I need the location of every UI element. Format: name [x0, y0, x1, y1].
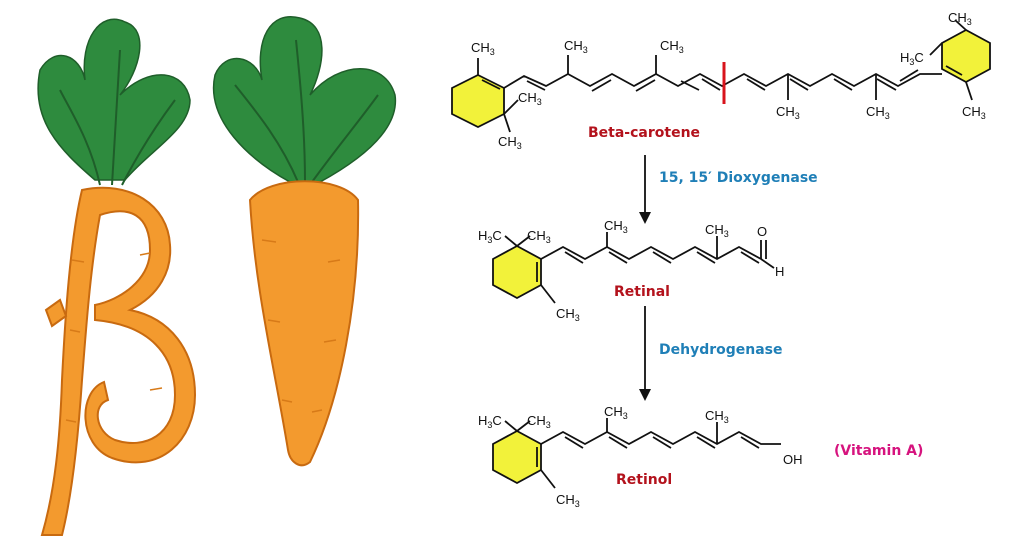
beta-shaped-carrot-icon: [37, 18, 197, 536]
retinal-ring: [492, 244, 542, 300]
right-carrot-leaves: [212, 15, 397, 183]
retinol-atom-labels: H3C CH3 CH3 CH3 CH3 OH: [478, 404, 803, 509]
left-carrot-notch: [44, 298, 68, 328]
methyl-label: H3C: [478, 228, 502, 245]
methyl-label: CH3: [518, 90, 542, 107]
dioxygenase-label: 15, 15′ Dioxygenase: [659, 170, 818, 186]
right-carrot-body: [248, 180, 360, 467]
left-carrot-ridges: [65, 252, 163, 423]
methyl-label: CH3: [660, 38, 684, 55]
methyl-label: CH3: [556, 492, 580, 509]
retinol-label: Retinol: [616, 472, 672, 488]
retinal-atom-labels: H3C CH3 CH3 CH3 CH3 O H: [478, 218, 784, 323]
reaction-arrow-1: [639, 155, 651, 224]
beta-carotene-right-ring: [941, 28, 991, 84]
methyl-label: CH3: [962, 104, 986, 121]
left-carrot-leaves: [37, 18, 191, 186]
retinol-structure: [492, 418, 781, 489]
methyl-label: CH3: [705, 222, 729, 239]
beta-carotene-left-ring: [451, 73, 505, 129]
beta-carotene-structure: [451, 19, 991, 133]
methyl-label: CH3: [948, 10, 972, 27]
methyl-label: CH3: [556, 306, 580, 323]
methyl-label: CH3: [498, 134, 522, 151]
methyl-label: CH3: [705, 408, 729, 425]
beta-carotene-atom-labels: CH3 CH3 CH3 CH3 CH3 CH3 CH3 CH3 H3C CH3: [471, 10, 986, 151]
oxygen-label: O: [757, 224, 767, 239]
methyl-label: CH3: [776, 104, 800, 121]
methyl-label: H3C: [900, 50, 924, 67]
hydroxyl-label: OH: [783, 452, 803, 467]
methyl-label: CH3: [604, 404, 628, 421]
reaction-arrow-2: [639, 306, 651, 401]
methyl-label: CH3: [866, 104, 890, 121]
dehydrogenase-label: Dehydrogenase: [659, 342, 783, 358]
carrot-icon: [212, 15, 397, 467]
hydrogen-label: H: [775, 264, 784, 279]
methyl-label: CH3: [527, 228, 551, 245]
methyl-label: CH3: [564, 38, 588, 55]
methyl-label: CH3: [527, 413, 551, 430]
right-carrot-ridges: [261, 239, 341, 413]
retinal-label: Retinal: [614, 284, 670, 300]
retinol-ring: [492, 429, 542, 485]
methyl-label: H3C: [478, 413, 502, 430]
retinal-structure: [492, 232, 775, 304]
methyl-label: CH3: [471, 40, 495, 57]
left-carrot-beta-body: [40, 186, 197, 536]
methyl-label: CH3: [604, 218, 628, 235]
vitamin-a-label: (Vitamin A): [834, 443, 923, 459]
beta-carotene-label: Beta-carotene: [588, 125, 700, 141]
